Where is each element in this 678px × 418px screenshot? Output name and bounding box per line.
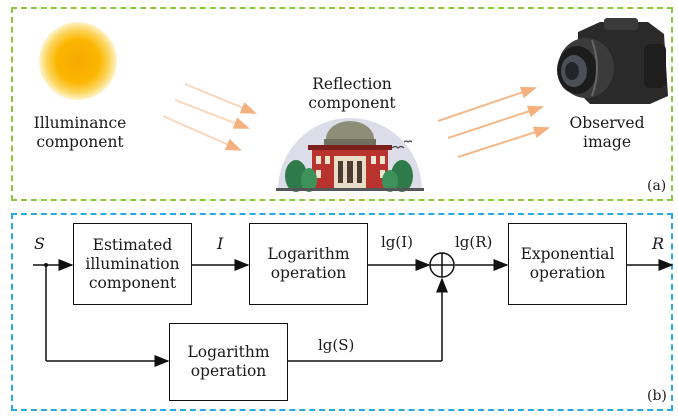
- reflection-label: Reflection component: [308, 75, 396, 112]
- exponential-label: Exponential operation: [520, 245, 615, 282]
- logarithm-top-label: Logarithm operation: [267, 245, 350, 282]
- logarithm-top-block: Logarithm operation: [249, 223, 368, 305]
- estimated-illumination-block: Estimated illumination component: [73, 223, 192, 305]
- observed-label: Observed image: [569, 114, 645, 151]
- reflected-light-rays: [437, 86, 550, 158]
- branch-point: [44, 263, 48, 267]
- illuminance-label: Illuminance component: [33, 114, 127, 151]
- panel-b-frame: [11, 213, 673, 411]
- logarithm-bottom-block: Logarithm operation: [169, 323, 288, 401]
- summing-junction: [429, 252, 455, 278]
- signal-r-label: R: [652, 234, 665, 253]
- estimated-illumination-label: Estimated illumination component: [85, 235, 180, 292]
- building-icon: [276, 118, 424, 192]
- camera-icon: [557, 18, 668, 104]
- logarithm-bottom-label: Logarithm operation: [187, 343, 270, 380]
- signal-lgr-label: lg(R): [455, 233, 493, 251]
- panel-a-frame: [11, 7, 673, 201]
- panel-a-label: (a): [647, 178, 667, 194]
- exponential-block: Exponential operation: [508, 223, 627, 305]
- signal-lgi-label: lg(I): [381, 233, 414, 251]
- signal-s-label: S: [34, 234, 45, 253]
- panel-b-label: (b): [647, 388, 667, 404]
- sun-icon: [39, 22, 117, 100]
- signal-i-label: I: [217, 234, 224, 253]
- signal-paths: [33, 259, 674, 367]
- incoming-light-rays: [162, 83, 257, 151]
- signal-lgs-label: lg(S): [318, 336, 355, 354]
